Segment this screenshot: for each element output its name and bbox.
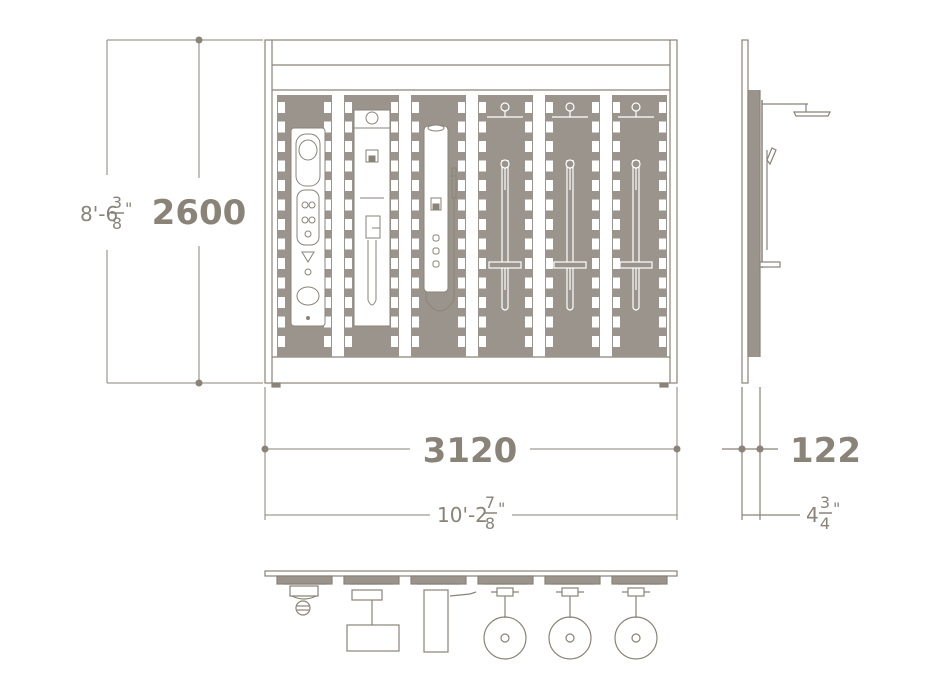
svg-text:4: 4: [806, 503, 819, 527]
depth-imperial: 4 3 4 ": [806, 493, 840, 533]
svg-text:7: 7: [485, 493, 495, 512]
side-elevation: [722, 39, 831, 520]
shower-panel-2: [353, 109, 391, 327]
svg-text:3: 3: [820, 493, 830, 512]
foot-right: [659, 382, 669, 388]
rain-column-6: [618, 102, 654, 311]
bay-4: [478, 95, 533, 357]
front-elevation: [264, 39, 678, 388]
width-imperial: 10'-2 7 8 ": [437, 493, 505, 533]
depth-metric: 122: [790, 431, 861, 471]
svg-text:": ": [498, 499, 505, 518]
svg-text:8: 8: [485, 514, 495, 533]
svg-text:3: 3: [112, 193, 122, 212]
width-metric: 3120: [423, 431, 518, 471]
rain-column-4: [487, 102, 523, 311]
height-dimension: [106, 36, 263, 387]
height-metric: 2600: [152, 193, 247, 233]
svg-text:": ": [125, 199, 132, 218]
top-plan-view: [264, 570, 678, 660]
width-dimension: [261, 387, 681, 520]
svg-text:10'-2: 10'-2: [437, 503, 488, 527]
shower-panel-3: [423, 124, 457, 312]
svg-text:4: 4: [820, 514, 830, 533]
foot-left: [271, 382, 281, 388]
rain-shower-columns: [487, 102, 654, 311]
rain-column-5: [552, 102, 588, 311]
svg-text:8: 8: [112, 214, 122, 233]
display-frame: [264, 39, 678, 384]
svg-text:": ": [833, 499, 840, 518]
height-imperial: 8'-6 3 8 ": [80, 193, 132, 233]
svg-text:8'-6: 8'-6: [80, 202, 118, 226]
shower-panel-1: [290, 127, 326, 327]
